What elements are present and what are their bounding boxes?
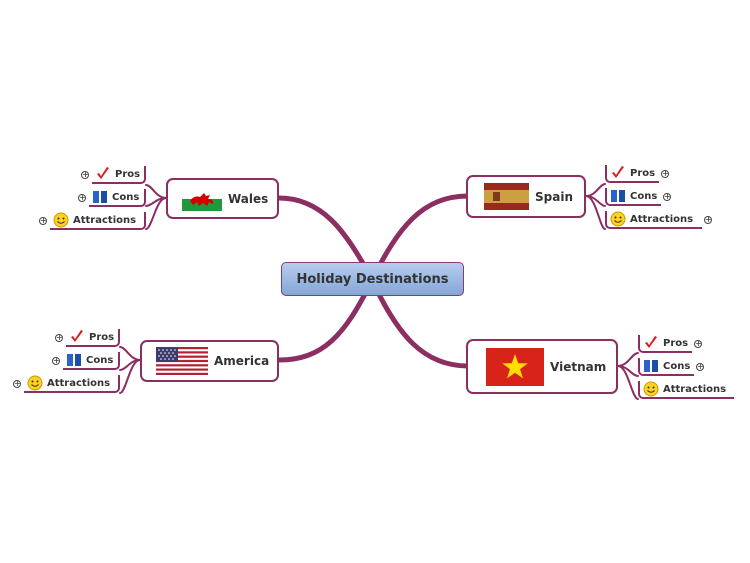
expand-icon[interactable]: +	[694, 339, 702, 348]
checkmark-icon	[612, 166, 624, 178]
topic-label-attractions: Attractions	[630, 213, 694, 225]
book-icon	[611, 190, 625, 202]
branch-label-vietnam: Vietnam	[550, 359, 607, 374]
spain-flag-icon	[484, 183, 529, 210]
branch-label-wales: Wales	[228, 191, 269, 206]
topic-wales-attractions[interactable]: Attractions	[50, 212, 146, 230]
topic-label-cons: Cons	[86, 354, 114, 366]
smiley-icon	[610, 211, 626, 227]
topic-spain-attractions[interactable]: Attractions	[605, 211, 702, 229]
topic-label-attractions: Attractions	[663, 383, 727, 395]
book-icon	[67, 354, 81, 366]
topic-spain-cons[interactable]: Cons	[605, 188, 661, 206]
expand-icon[interactable]: +	[78, 193, 86, 202]
topic-label-cons: Cons	[630, 190, 658, 202]
smiley-icon	[643, 381, 659, 397]
topic-label-cons: Cons	[112, 191, 140, 203]
branch-label-spain: Spain	[535, 189, 573, 204]
central-topic[interactable]: Holiday Destinations	[281, 262, 464, 296]
expand-icon[interactable]: +	[55, 333, 63, 342]
expand-icon[interactable]: +	[663, 192, 671, 201]
topic-label-attractions: Attractions	[47, 377, 111, 389]
topic-label-attractions: Attractions	[73, 214, 137, 226]
topic-vietnam-cons[interactable]: Cons	[638, 358, 694, 376]
branch-spain[interactable]: Spain	[466, 175, 586, 218]
expand-icon[interactable]: +	[81, 170, 89, 179]
branch-label-america: America	[214, 354, 270, 368]
checkmark-icon	[645, 336, 657, 348]
topic-america-cons[interactable]: Cons	[63, 352, 120, 370]
expand-icon[interactable]: +	[661, 169, 669, 178]
topic-spain-pros[interactable]: Pros	[605, 165, 659, 183]
central-topic-label: Holiday Destinations	[296, 271, 449, 287]
topic-vietnam-pros[interactable]: Pros	[638, 335, 692, 353]
topic-label-pros: Pros	[115, 168, 141, 180]
branch-america[interactable]: America	[140, 340, 279, 382]
wales-flag-icon	[182, 186, 222, 211]
topic-america-pros[interactable]: Pros	[66, 329, 120, 347]
vietnam-flag-icon	[486, 347, 544, 386]
expand-icon[interactable]: +	[52, 356, 60, 365]
checkmark-icon	[97, 167, 109, 179]
topic-label-pros: Pros	[663, 337, 689, 349]
smiley-icon	[27, 375, 43, 391]
smiley-icon	[53, 212, 69, 228]
expand-icon[interactable]: +	[696, 362, 704, 371]
topic-america-attractions[interactable]: Attractions	[24, 375, 120, 393]
topic-label-cons: Cons	[663, 360, 691, 372]
expand-icon[interactable]: +	[13, 379, 21, 388]
expand-icon[interactable]: +	[39, 216, 47, 225]
topic-wales-pros[interactable]: Pros	[92, 166, 146, 184]
topic-label-pros: Pros	[89, 331, 115, 343]
book-icon	[644, 360, 658, 372]
topic-vietnam-attractions[interactable]: Attractions	[638, 381, 734, 399]
usa-flag-icon	[156, 347, 208, 375]
checkmark-icon	[71, 330, 83, 342]
branch-wales[interactable]: Wales	[166, 178, 279, 219]
expand-icon[interactable]: +	[704, 215, 712, 224]
topic-wales-cons[interactable]: Cons	[89, 189, 146, 207]
branch-vietnam[interactable]: Vietnam	[466, 339, 618, 394]
topic-label-pros: Pros	[630, 167, 656, 179]
book-icon	[93, 191, 107, 203]
